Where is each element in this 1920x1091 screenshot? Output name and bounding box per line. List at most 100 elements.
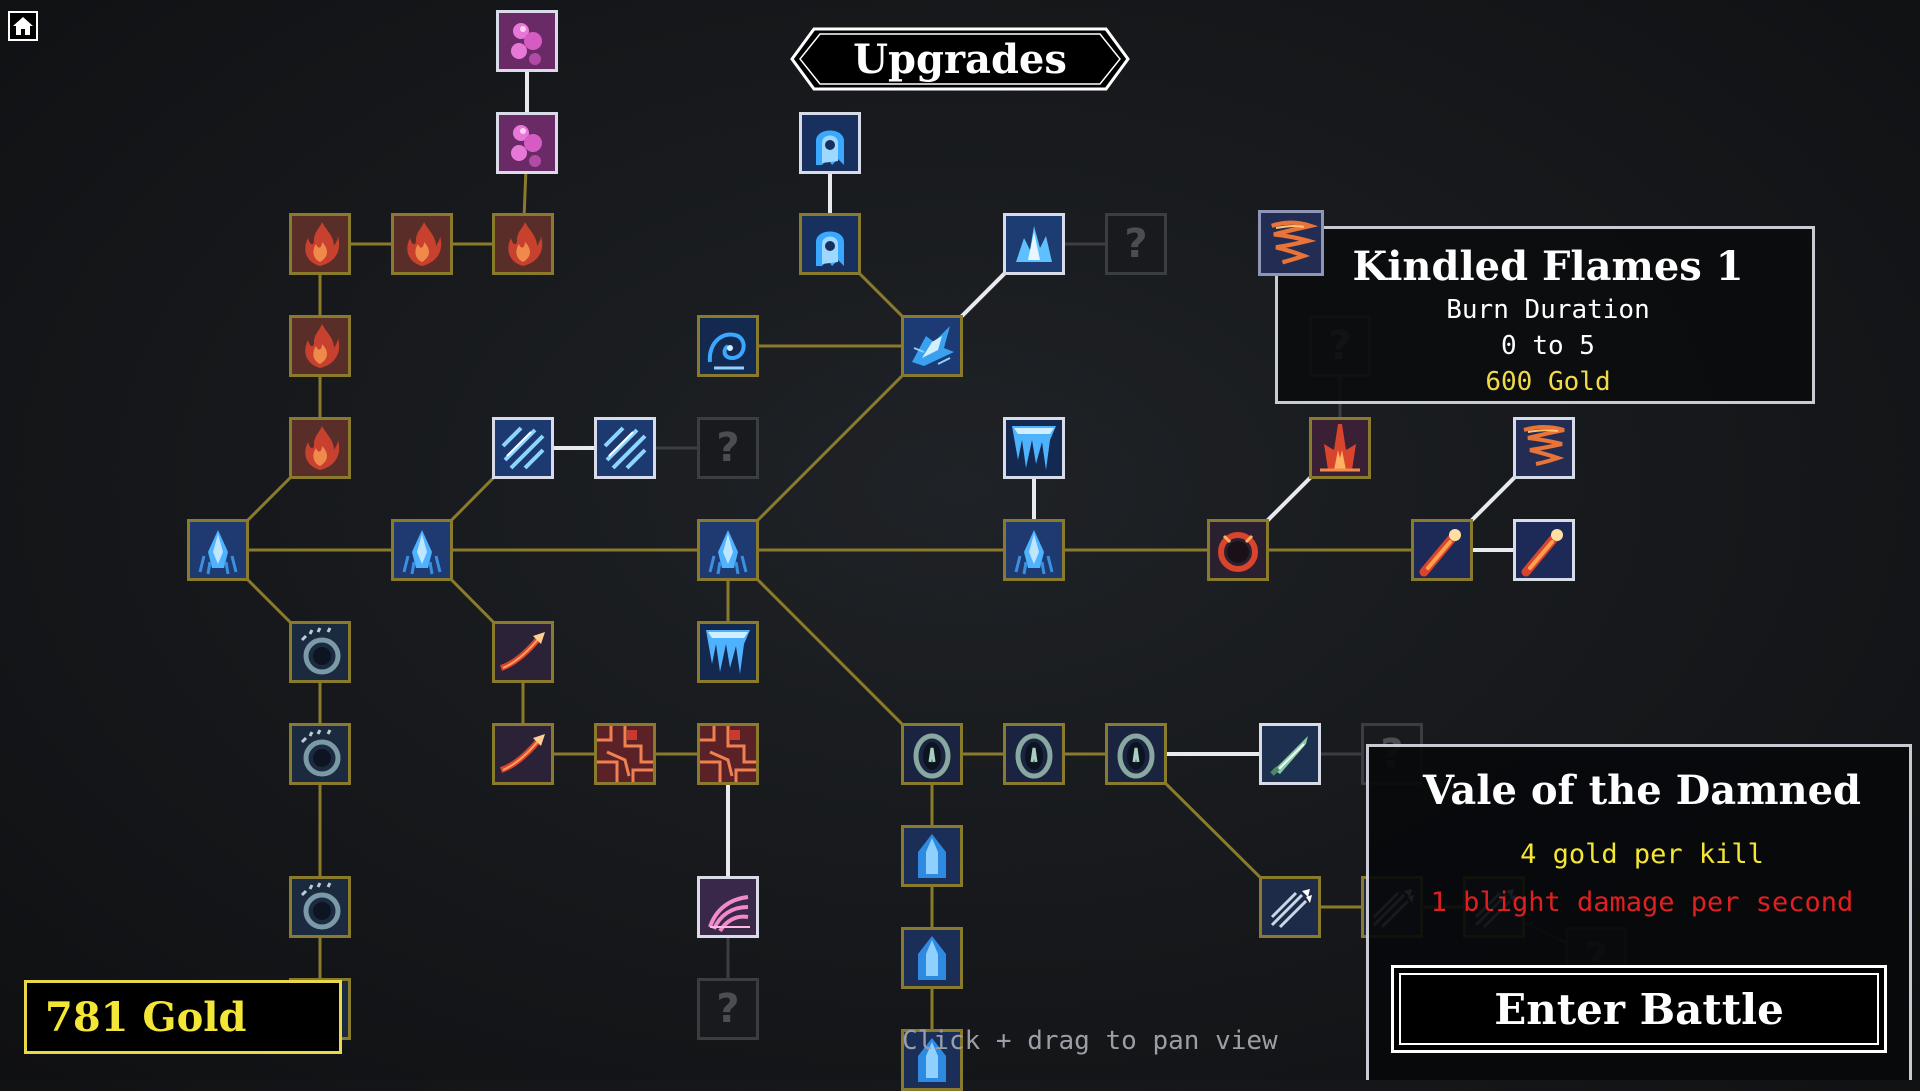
ice-streak-icon	[495, 420, 551, 476]
upgrade-node-c2[interactable]	[391, 519, 453, 581]
upgrade-node-fc[interactable]	[901, 315, 963, 377]
upgrade-node-c3[interactable]	[697, 519, 759, 581]
upgrade-node-ic1[interactable]	[1003, 417, 1065, 479]
upgrade-node-f2[interactable]	[391, 213, 453, 275]
fire-comet-icon	[1516, 522, 1572, 578]
flame-icon	[292, 216, 348, 272]
upgrade-node-q1[interactable]: ?	[1105, 213, 1167, 275]
fire-arrow-icon	[495, 624, 551, 680]
tooltip-cost: 600 Gold	[1485, 367, 1611, 397]
upgrade-node-c4[interactable]	[1003, 519, 1065, 581]
upgrade-node-dg[interactable]	[1259, 723, 1321, 785]
upgrade-node-st1[interactable]	[492, 417, 554, 479]
magma-tile-icon	[700, 726, 756, 782]
upgrade-node-f3[interactable]	[492, 213, 554, 275]
arrow-volley-icon	[1262, 879, 1318, 935]
upgrade-node-cm2[interactable]	[1513, 519, 1575, 581]
enter-battle-button[interactable]: Enter Battle	[1391, 965, 1887, 1053]
tree-connector	[726, 548, 934, 756]
tooltip-upgrade-icon	[1258, 210, 1324, 276]
question-mark-icon: ?	[1124, 221, 1148, 267]
gold-per-kill: 4 gold per kill	[1520, 839, 1764, 870]
upgrade-node-st2[interactable]	[594, 417, 656, 479]
level-panel: Vale of the Damned 4 gold per kill 1 bli…	[1366, 744, 1912, 1080]
portal-icon	[904, 726, 960, 782]
question-mark-icon: ?	[716, 425, 740, 471]
upgrade-node-a2[interactable]	[492, 723, 554, 785]
question-mark-icon: ?	[716, 986, 740, 1032]
upgrade-node-r3[interactable]	[289, 876, 351, 938]
upgrade-node-h1[interactable]	[496, 10, 558, 72]
tree-connector	[726, 344, 934, 552]
upgrade-node-r1[interactable]	[289, 621, 351, 683]
fire-ring-icon	[1210, 522, 1266, 578]
frost-cluster-icon	[904, 318, 960, 374]
upgrade-node-c1[interactable]	[187, 519, 249, 581]
dagger-icon	[1262, 726, 1318, 782]
upgrade-node-tn[interactable]	[1513, 417, 1575, 479]
hazard-stat: 1 blight damage per second	[1430, 887, 1854, 918]
tooltip-stat: Burn Duration	[1446, 295, 1650, 325]
upgrade-node-m1[interactable]	[594, 723, 656, 785]
flame-icon	[394, 216, 450, 272]
fire-tornado-icon	[1261, 213, 1321, 273]
upgrade-node-fr[interactable]	[1207, 519, 1269, 581]
home-icon	[13, 17, 33, 35]
upgrade-node-r2[interactable]	[289, 723, 351, 785]
sonic-wave-icon	[700, 879, 756, 935]
upgrade-node-f5[interactable]	[289, 417, 351, 479]
upgrade-node-a1[interactable]	[492, 621, 554, 683]
upgrade-node-p3[interactable]	[1105, 723, 1167, 785]
upgrade-node-ob2[interactable]	[901, 927, 963, 989]
upgrade-node-p1[interactable]	[901, 723, 963, 785]
pan-hint: Click + drag to pan view	[902, 1026, 1278, 1056]
portal-icon	[1006, 726, 1062, 782]
flame-icon	[495, 216, 551, 272]
upgrade-node-sw[interactable]	[697, 315, 759, 377]
fire-comet-icon	[1414, 522, 1470, 578]
upgrade-node-q5[interactable]: ?	[697, 978, 759, 1040]
rune-circle-icon	[292, 879, 348, 935]
ice-ghost-icon	[802, 115, 858, 171]
ice-crystal-icon	[1006, 522, 1062, 578]
upgrade-node-ic2[interactable]	[697, 621, 759, 683]
ice-crystal-icon	[190, 522, 246, 578]
upgrade-tooltip: Kindled Flames 1 Burn Duration 0 to 5 60…	[1275, 226, 1815, 404]
ice-crystal-icon	[700, 522, 756, 578]
upgrade-node-f4[interactable]	[289, 315, 351, 377]
upgrade-node-am1[interactable]	[1259, 876, 1321, 938]
ice-ghost-icon	[802, 216, 858, 272]
upgrade-node-g2[interactable]	[799, 213, 861, 275]
upgrade-node-h2[interactable]	[496, 112, 558, 174]
page-title: Upgrades	[853, 35, 1067, 83]
ice-shard-icon	[1006, 216, 1062, 272]
ice-streak-icon	[597, 420, 653, 476]
heart-cluster-icon	[499, 13, 555, 69]
rune-circle-icon	[292, 726, 348, 782]
tooltip-title: Kindled Flames 1	[1352, 243, 1744, 290]
upgrade-node-p2[interactable]	[1003, 723, 1065, 785]
flame-pillar-icon	[1312, 420, 1368, 476]
fire-tornado-icon	[1516, 420, 1572, 476]
magma-tile-icon	[597, 726, 653, 782]
upgrade-node-f1[interactable]	[289, 213, 351, 275]
fire-arrow-icon	[495, 726, 551, 782]
ice-swirl-icon	[700, 318, 756, 374]
upgrade-node-ob1[interactable]	[901, 825, 963, 887]
ice-obelisk-icon	[904, 1032, 960, 1088]
upgrade-node-wv[interactable]	[697, 876, 759, 938]
icicle-icon	[700, 624, 756, 680]
rune-circle-icon	[292, 624, 348, 680]
upgrade-node-fp[interactable]	[1309, 417, 1371, 479]
home-button[interactable]	[8, 11, 38, 41]
upgrade-node-g1[interactable]	[799, 112, 861, 174]
portal-icon	[1108, 726, 1164, 782]
ice-crystal-icon	[394, 522, 450, 578]
upgrade-node-q2[interactable]: ?	[697, 417, 759, 479]
upgrade-node-m2[interactable]	[697, 723, 759, 785]
upgrade-node-sh[interactable]	[1003, 213, 1065, 275]
flame-icon	[292, 318, 348, 374]
tooltip-change: 0 to 5	[1501, 331, 1595, 361]
level-name: Vale of the Damned	[1422, 767, 1862, 814]
upgrade-node-cm1[interactable]	[1411, 519, 1473, 581]
